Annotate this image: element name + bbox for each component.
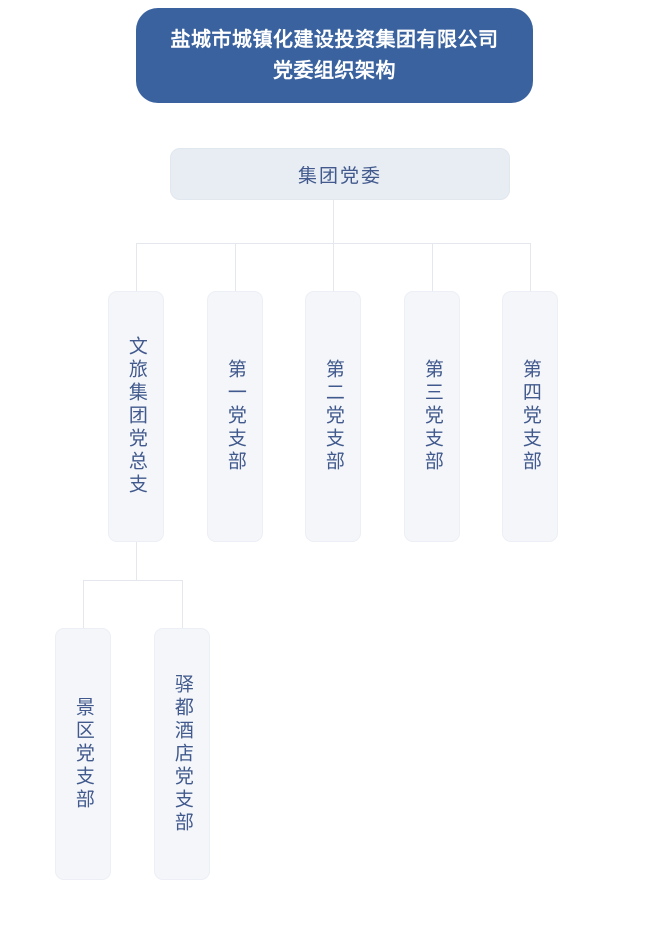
node-label: 第四党支部: [519, 359, 541, 474]
node-party-branch-1[interactable]: 第一党支部: [207, 291, 263, 542]
node-group-party-committee[interactable]: 集团党委: [170, 148, 510, 200]
connector-root-stem: [333, 200, 334, 243]
node-label: 驿都酒店党支部: [171, 673, 193, 835]
chart-title-line-2: 党委组织架构: [273, 59, 396, 82]
node-label: 文旅集团党总支: [125, 336, 147, 497]
connector-drop-scenic-area: [83, 580, 84, 628]
connector-drop-yidu-hotel: [182, 580, 183, 628]
node-yidu-hotel-party-branch[interactable]: 驿都酒店党支部: [154, 628, 210, 880]
node-party-branch-4[interactable]: 第四党支部: [502, 291, 558, 542]
chart-title-line-1: 盐城市城镇化建设投资集团有限公司: [170, 28, 499, 51]
connector-drop-branch-3: [432, 243, 433, 291]
connector-wenlv-stem: [136, 542, 137, 580]
connector-drop-wenlv: [136, 243, 137, 291]
node-label: 第二党支部: [322, 359, 344, 474]
node-label: 第三党支部: [421, 359, 443, 474]
connector-drop-branch-4: [530, 243, 531, 291]
node-scenic-area-party-branch[interactable]: 景区党支部: [55, 628, 111, 880]
node-party-branch-2[interactable]: 第二党支部: [305, 291, 361, 542]
node-label: 集团党委: [297, 165, 382, 187]
connector-drop-branch-2: [333, 243, 334, 291]
connector-drop-branch-1: [235, 243, 236, 291]
node-label: 景区党支部: [72, 696, 94, 812]
node-party-branch-3[interactable]: 第三党支部: [404, 291, 460, 542]
connector-level3-bus: [83, 580, 183, 581]
node-label: 第一党支部: [224, 359, 246, 474]
node-wenlv-group-party-general-branch[interactable]: 文旅集团党总支: [108, 291, 164, 542]
chart-title-banner: 盐城市城镇化建设投资集团有限公司 党委组织架构: [136, 8, 533, 103]
